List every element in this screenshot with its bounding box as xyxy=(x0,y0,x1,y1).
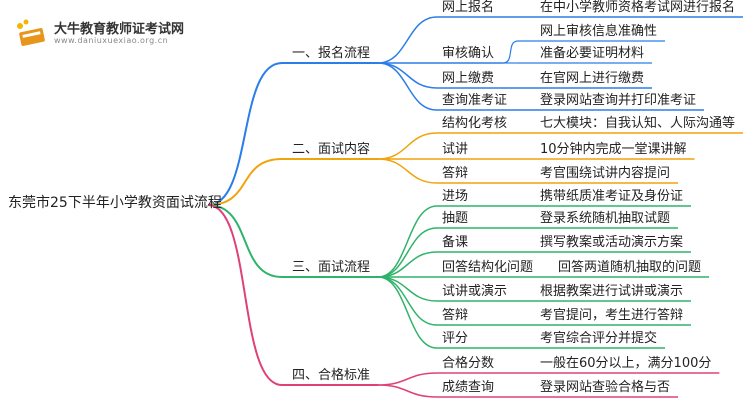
child-label: 结构化考核 xyxy=(442,116,508,131)
site-logo: 大牛教育教师证考试网 www.daniuxuexiao.org.cn xyxy=(14,14,314,54)
leaf-label: 登录系统随机抽取试题 xyxy=(540,211,671,226)
leaf-label: 一般在60分以上，满分100分 xyxy=(540,356,712,371)
leaf-label: 撰写教案或活动演示方案 xyxy=(540,235,684,250)
child-connector xyxy=(377,158,438,184)
child-connector xyxy=(377,372,438,386)
child-connector xyxy=(377,205,438,278)
child-label: 合格分数 xyxy=(442,356,495,371)
branch-label: 四、合格标准 xyxy=(292,368,371,383)
child-label: 答辩 xyxy=(442,308,469,323)
child-connector xyxy=(377,227,438,278)
leaf-label: 七大模块：自我认知、人际沟通等 xyxy=(540,116,736,131)
child-connector xyxy=(377,276,438,326)
child-label: 进场 xyxy=(442,189,469,204)
child-label: 成绩查询 xyxy=(442,380,495,395)
leaf-label: 在官网上进行缴费 xyxy=(540,71,645,86)
child-label: 备课 xyxy=(442,235,469,250)
child-label: 答辩 xyxy=(442,166,469,181)
branch-label: 二、面试内容 xyxy=(292,142,371,157)
child-label: 网上报名 xyxy=(442,0,495,15)
leaf-label: 在中小学教师资格考试网进行报名 xyxy=(540,0,736,15)
child-connector xyxy=(377,251,438,278)
leaf-label: 回答两道随机抽取的问题 xyxy=(558,260,702,275)
child-connector xyxy=(377,132,438,160)
leaf-label: 登录网站查验合格与否 xyxy=(540,380,671,395)
book-logo-icon xyxy=(17,19,45,46)
child-label: 抽题 xyxy=(442,211,469,226)
child-label: 评分 xyxy=(442,331,469,346)
leaf-label: 携带纸质准考证及身份证 xyxy=(540,189,684,204)
branch-label: 一、报名流程 xyxy=(292,46,371,61)
child-connector xyxy=(377,384,438,398)
branch-connector xyxy=(207,158,283,206)
leaf-label: 10分钟内完成一堂课讲解 xyxy=(540,142,687,157)
child-label: 试讲或演示 xyxy=(442,284,508,299)
root-topic: 东莞市25下半年小学教资面试流程 xyxy=(8,195,222,211)
leaf-connector xyxy=(502,40,519,64)
child-label: 网上缴费 xyxy=(442,71,495,86)
logo-title: 大牛教育教师证考试网 xyxy=(54,22,185,37)
branch-connector xyxy=(207,62,283,206)
leaf-label: 登录网站查询并打印准考证 xyxy=(540,93,697,108)
child-label: 回答结构化问题 xyxy=(442,260,534,275)
leaf-label: 根据教案进行试讲或演示 xyxy=(540,284,684,299)
branch-connector xyxy=(207,204,283,386)
child-connector xyxy=(377,16,438,64)
child-label: 查询准考证 xyxy=(442,93,508,108)
logo-url: www.daniuxuexiao.org.cn xyxy=(54,36,169,45)
child-connector xyxy=(377,62,438,111)
leaf-label: 准备必要证明材料 xyxy=(540,46,645,61)
child-label: 审核确认 xyxy=(442,46,495,61)
leaf-label: 考官提问，考生进行答辩 xyxy=(540,308,684,323)
leaf-label: 考官围绕试讲内容提问 xyxy=(540,166,671,181)
child-label: 试讲 xyxy=(442,142,469,157)
leaf-label: 考官综合评分并提交 xyxy=(540,331,658,346)
child-connector xyxy=(377,62,438,89)
leaf-label: 网上审核信息准确性 xyxy=(540,24,658,39)
child-connector xyxy=(377,276,438,349)
child-connector xyxy=(377,276,438,302)
branch-connector xyxy=(207,204,283,278)
branch-label: 三、面试流程 xyxy=(292,260,371,275)
